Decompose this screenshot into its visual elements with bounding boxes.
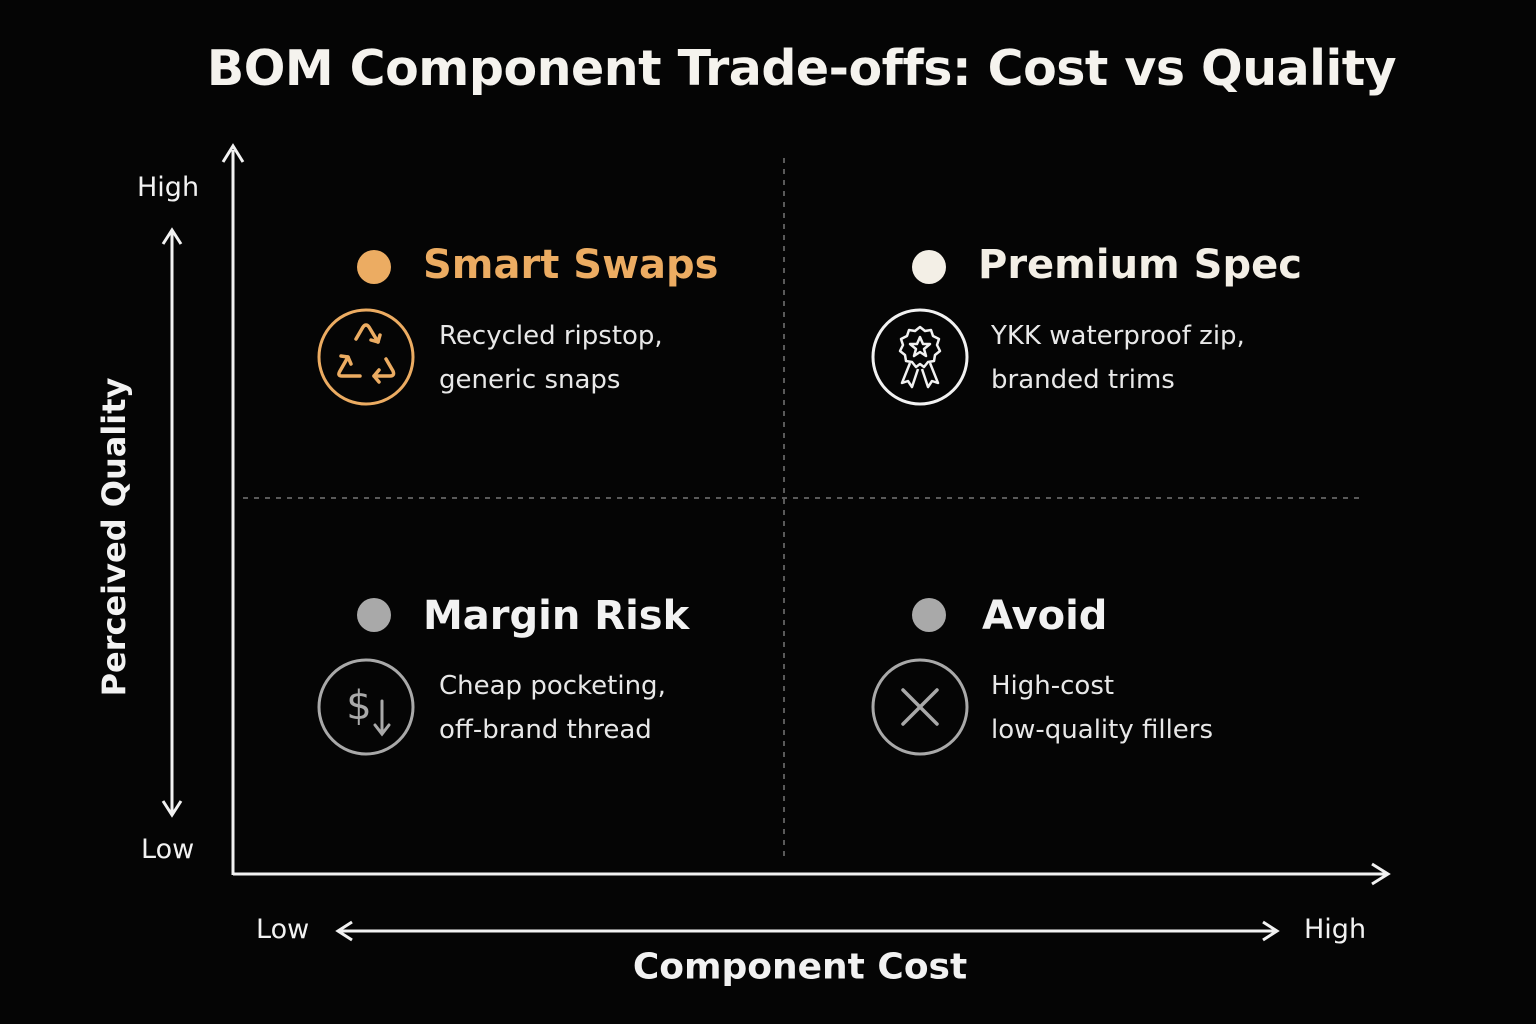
y-axis-arrowhead — [221, 143, 245, 163]
y-axis-label: Perceived Quality — [95, 377, 133, 697]
x-axis-label: Component Cost — [632, 946, 968, 988]
smart-swaps-title: Smart Swaps — [423, 242, 719, 288]
avoid-desc-line-1: High-cost — [991, 671, 1115, 701]
smart-swaps-desc-line-1: Recycled ripstop, — [439, 321, 663, 351]
avoid-desc-line-2: low-quality fillers — [991, 715, 1214, 745]
y-axis-low-label: Low — [141, 834, 195, 865]
premium-spec-desc-line-2: branded trims — [991, 365, 1175, 395]
margin-risk-dot — [357, 598, 391, 632]
smart-swaps-dot — [357, 250, 391, 284]
x-axis-high-label: High — [1304, 914, 1367, 945]
premium-spec-desc-line-1: YKK waterproof zip, — [991, 321, 1245, 351]
dollar-down-icon: $ — [317, 658, 415, 756]
premium-spec-title: Premium Spec — [978, 242, 1302, 288]
svg-text:$: $ — [346, 683, 371, 729]
margin-risk-title: Margin Risk — [423, 593, 690, 639]
x-axis-low-label: Low — [256, 914, 310, 945]
y-axis-high-label: High — [137, 172, 200, 203]
close-icon — [871, 658, 969, 756]
avoid-dot — [912, 598, 946, 632]
margin-risk-desc-line-2: off-brand thread — [439, 715, 652, 745]
chart-title: BOM Component Trade-offs: Cost vs Qualit… — [206, 40, 1397, 97]
avoid-title: Avoid — [982, 593, 1108, 639]
margin-risk-desc-line-1: Cheap pocketing, — [439, 671, 666, 701]
x-axis-arrowhead — [1371, 862, 1391, 886]
premium-spec-dot — [912, 250, 946, 284]
award-ribbon-icon — [871, 308, 969, 406]
smart-swaps-desc-line-2: generic snaps — [439, 365, 621, 395]
recycle-icon — [317, 308, 415, 406]
